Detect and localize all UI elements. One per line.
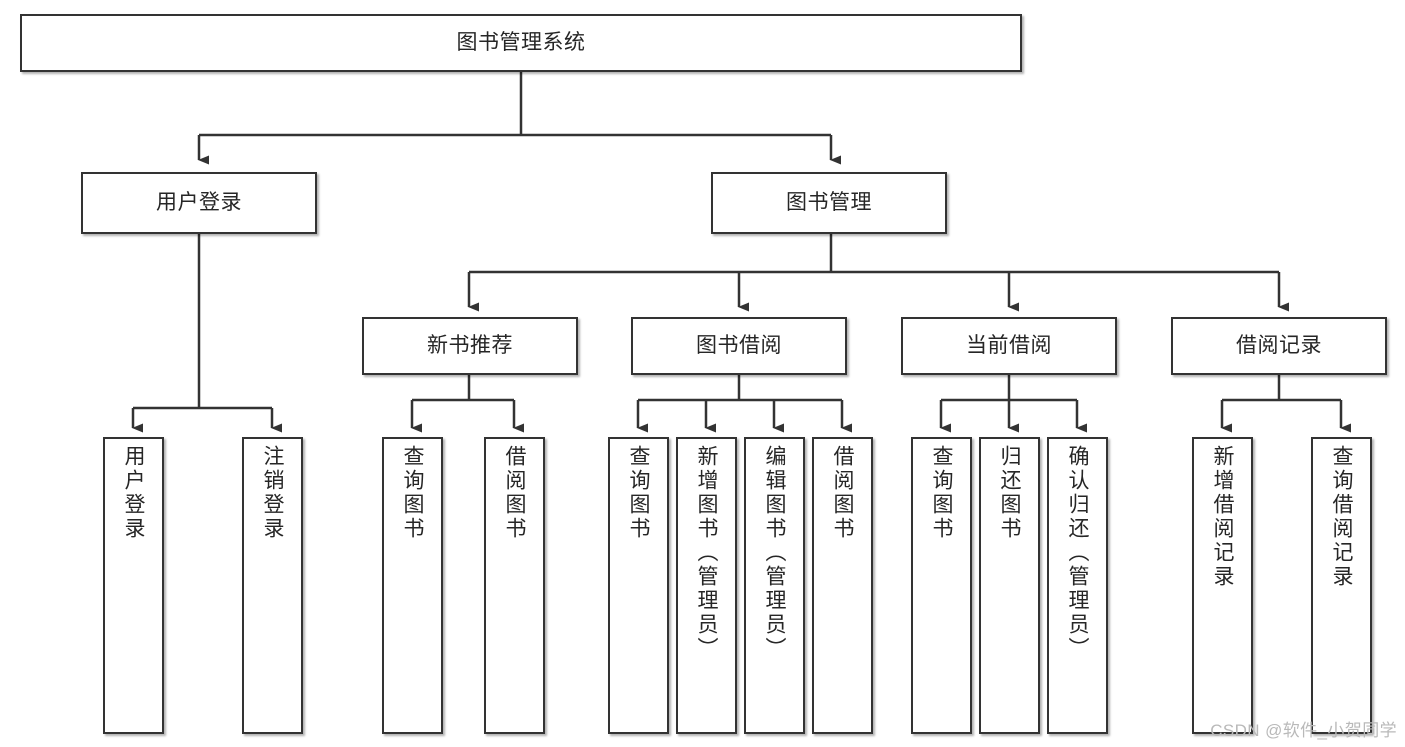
node-root-book-management-system[interactable]: 图书管理系统	[20, 14, 1022, 72]
node-leaf-edit-book-label: 编辑图书（管理员）	[763, 445, 786, 661]
node-new-book-recommend-label: 新书推荐	[427, 333, 513, 357]
node-leaf-query-book-2-label: 查询图书	[627, 445, 650, 541]
node-leaf-logout-login[interactable]: 注销登录	[242, 437, 303, 734]
node-user-login-label: 用户登录	[156, 190, 242, 214]
node-leaf-query-record[interactable]: 查询借阅记录	[1311, 437, 1372, 734]
node-book-borrow-label: 图书借阅	[696, 333, 782, 357]
node-leaf-confirm-return[interactable]: 确认归还（管理员）	[1047, 437, 1108, 734]
node-leaf-query-book-3[interactable]: 查询图书	[911, 437, 972, 734]
watermark-text: CSDN @软件_小贺同学	[1210, 721, 1397, 740]
node-leaf-edit-book[interactable]: 编辑图书（管理员）	[744, 437, 805, 734]
node-leaf-user-login[interactable]: 用户登录	[103, 437, 164, 734]
node-leaf-add-record-label: 新增借阅记录	[1211, 445, 1234, 589]
node-root-label: 图书管理系统	[456, 30, 586, 54]
node-current-borrow[interactable]: 当前借阅	[901, 317, 1117, 375]
node-leaf-borrow-book-2-label: 借阅图书	[831, 445, 854, 541]
node-leaf-return-book-label: 归还图书	[998, 445, 1021, 541]
node-current-borrow-label: 当前借阅	[966, 333, 1052, 357]
node-leaf-borrow-book-1-label: 借阅图书	[503, 445, 526, 541]
node-book-management-label: 图书管理	[786, 190, 872, 214]
node-new-book-recommend[interactable]: 新书推荐	[362, 317, 578, 375]
node-leaf-return-book[interactable]: 归还图书	[979, 437, 1040, 734]
node-leaf-query-book-1-label: 查询图书	[401, 445, 424, 541]
node-leaf-confirm-return-label: 确认归还（管理员）	[1066, 445, 1089, 661]
node-book-management[interactable]: 图书管理	[711, 172, 947, 234]
node-book-borrow[interactable]: 图书借阅	[631, 317, 847, 375]
node-leaf-borrow-book-2[interactable]: 借阅图书	[812, 437, 873, 734]
node-leaf-add-book[interactable]: 新增图书（管理员）	[676, 437, 737, 734]
node-borrow-record-label: 借阅记录	[1236, 333, 1322, 357]
node-borrow-record[interactable]: 借阅记录	[1171, 317, 1387, 375]
node-leaf-query-record-label: 查询借阅记录	[1330, 445, 1353, 589]
node-leaf-add-record[interactable]: 新增借阅记录	[1192, 437, 1253, 734]
node-leaf-logout-login-label: 注销登录	[261, 445, 284, 541]
node-user-login[interactable]: 用户登录	[81, 172, 317, 234]
node-leaf-query-book-3-label: 查询图书	[930, 445, 953, 541]
node-leaf-borrow-book-1[interactable]: 借阅图书	[484, 437, 545, 734]
node-leaf-add-book-label: 新增图书（管理员）	[695, 445, 718, 661]
node-leaf-user-login-label: 用户登录	[122, 445, 145, 541]
node-leaf-query-book-2[interactable]: 查询图书	[608, 437, 669, 734]
node-leaf-query-book-1[interactable]: 查询图书	[382, 437, 443, 734]
